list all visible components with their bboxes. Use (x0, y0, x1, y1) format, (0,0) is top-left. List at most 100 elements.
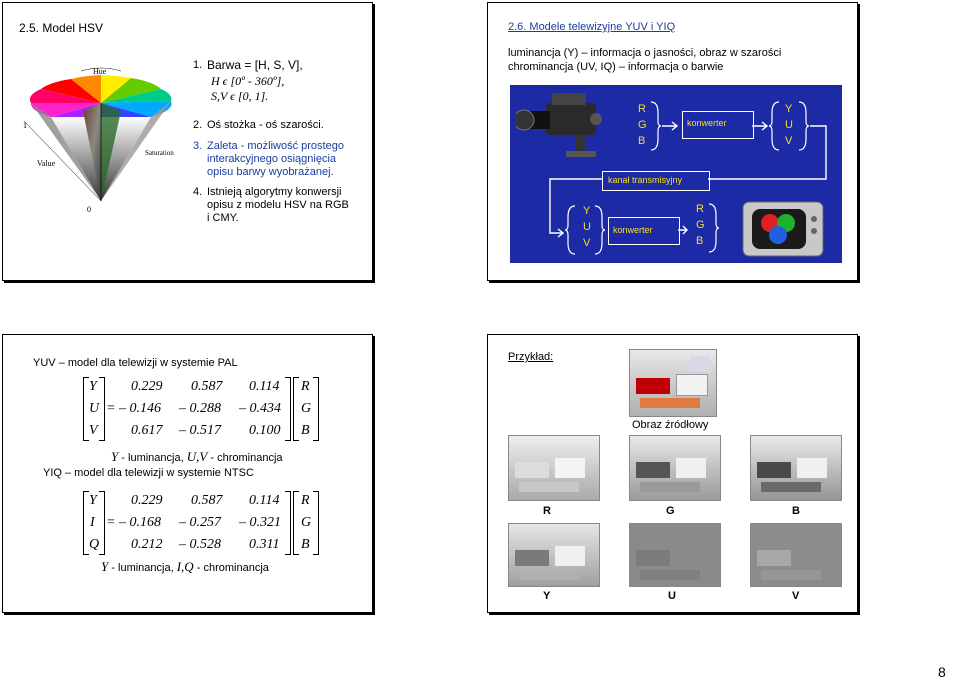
ntsc-m11: – 0.257 (179, 515, 221, 530)
ntsc-m12: – 0.321 (239, 515, 281, 530)
saturation-label: Saturation (145, 149, 174, 157)
channel-y-label: Y (543, 590, 551, 602)
channel-y-image (508, 523, 600, 587)
konwerter-top-box (682, 111, 754, 139)
konwerter-bottom-box (608, 217, 680, 245)
chrominance-line: chrominancja (UV, IQ) – informacja o bar… (508, 61, 724, 73)
rgb-top-g: G (638, 119, 647, 131)
ntsc-lhs-y: Y (89, 493, 97, 508)
pal-matrix-equation: Y U V = 0.229 0.587 0.114 – 0.146 – 0.28… (83, 375, 333, 445)
ntsc-m10: – 0.168 (119, 515, 161, 530)
yuv-top-y: Y (785, 103, 793, 115)
page-number: 8 (938, 664, 946, 680)
cone-top-label: 1 (23, 121, 27, 130)
example-title: Przykład: (508, 351, 554, 363)
brace-bottom-right (594, 205, 606, 255)
yuv-top-v: V (785, 135, 793, 147)
arrow-to-konwerter (662, 121, 679, 131)
pal-m10: – 0.146 (119, 401, 161, 416)
pal-rhs-r: R (301, 379, 310, 394)
list-line: H ϵ [0º - 360º], (211, 74, 285, 88)
konwerter-bottom-label: konwerter (613, 225, 653, 235)
ntsc-rhs-r: R (301, 493, 310, 508)
slide-title: 2.6. Modele telewizyjne YUV i YIQ (508, 21, 676, 33)
list-line: Barwa = [H, S, V], (207, 58, 303, 72)
pal-m21: – 0.517 (179, 423, 221, 438)
ntsc-m21: – 0.528 (179, 537, 221, 552)
luminance-line: luminancja (Y) – informacja o jasności, … (508, 47, 782, 59)
brace-bottom-left (564, 205, 576, 255)
transmission-path (549, 125, 827, 238)
pal-rhs-b: B (301, 423, 310, 438)
list-line: Istnieją algorytmy konwersji (207, 186, 342, 198)
channel-r-image (508, 435, 600, 501)
channel-b-image (750, 435, 842, 501)
pal-m12: – 0.434 (239, 401, 281, 416)
channel-v-label: V (792, 590, 800, 602)
brace-top-left (768, 101, 780, 151)
pal-m22: 0.100 (249, 423, 281, 438)
ntsc-m20: 0.212 (131, 537, 163, 552)
slide-hsv: 2.5. Model HSV (2, 2, 373, 281)
value-label: Value (37, 159, 56, 168)
ntsc-lhs-i: I (90, 515, 95, 530)
list-line: opisu z modelu HSV na RGB (207, 199, 349, 211)
pal-lhs-y: Y (89, 379, 97, 394)
kanal-label: kanał transmisyjny (608, 175, 683, 185)
pal-lhs-u: U (89, 401, 100, 416)
ntsc-lhs-q: Q (89, 537, 100, 552)
list-num: 1. (193, 59, 203, 71)
brace-top-far (798, 101, 810, 151)
yuv-bottom-v: V (583, 237, 591, 249)
brace-rgb-bottom (708, 203, 720, 253)
ntsc-m02: 0.114 (249, 493, 280, 508)
list-num: 3. (193, 140, 203, 152)
pal-m00: 0.229 (131, 379, 163, 394)
slide-example: Przykład: Obraz źródłowy R G B Y U (487, 334, 858, 613)
brace-top-right (650, 101, 662, 151)
yuv-bottom-u: U (583, 221, 591, 233)
pal-m11: – 0.288 (179, 401, 221, 416)
pal-m20: 0.617 (131, 423, 163, 438)
list-line: interakcyjnego osiągnięcia (207, 153, 337, 165)
channel-g-image (629, 435, 721, 501)
list-num: 2. (193, 119, 203, 131)
cone-bottom-label: 0 (87, 205, 91, 214)
pal-note: Y - luminancja, U,V - chrominancja (111, 449, 283, 464)
ntsc-matrix-equation: Y I Q = 0.229 0.587 0.114 – 0.168 – 0.25… (83, 489, 333, 559)
rgb-bottom-g: G (696, 219, 705, 231)
pal-rhs-g: G (301, 401, 312, 416)
pal-title: YUV – model dla telewizji w systemie PAL (33, 357, 238, 369)
rgb-top-b: B (638, 135, 646, 147)
ntsc-m00: 0.229 (131, 493, 163, 508)
list-num: 4. (193, 186, 203, 198)
pal-m01: 0.587 (191, 379, 223, 394)
hue-label: Hue (93, 67, 107, 76)
tv-transmission-diagram: R G B konwerter Y U V kanał transmisyjny… (510, 85, 842, 263)
ntsc-title: YIQ – model dla telewizji w systemie NTS… (43, 467, 254, 479)
channel-b-label: B (792, 505, 800, 517)
ntsc-m22: 0.311 (249, 537, 280, 552)
konwerter-top-label: konwerter (687, 118, 727, 128)
camera-icon (516, 93, 602, 157)
channel-u-label: U (668, 590, 676, 602)
rgb-top-r: R (638, 103, 646, 115)
source-image-label: Obraz źródłowy (632, 419, 709, 431)
channel-r-label: R (543, 505, 551, 517)
source-image (629, 349, 717, 417)
ntsc-rhs-g: G (301, 515, 312, 530)
list-line: S,V ϵ [0, 1]. (211, 89, 269, 103)
slide-tv-models: 2.6. Modele telewizyjne YUV i YIQ lumina… (487, 2, 858, 281)
rgb-bottom-r: R (696, 203, 704, 215)
hsv-cone-image (23, 67, 172, 202)
arrow-to-rgb (678, 225, 688, 235)
arrow-to-yuv (752, 121, 769, 131)
ntsc-rhs-b: B (301, 537, 310, 552)
list-line: Oś stożka - oś szarości. (207, 119, 324, 131)
list-line: opisu barwy wyobrażanej. (207, 166, 334, 178)
ntsc-m01: 0.587 (191, 493, 223, 508)
pal-m02: 0.114 (249, 379, 280, 394)
television-icon (742, 201, 824, 257)
slide-yuv-yiq-matrices: YUV – model dla telewizji w systemie PAL… (2, 334, 373, 613)
slide-title: 2.5. Model HSV (19, 21, 104, 35)
